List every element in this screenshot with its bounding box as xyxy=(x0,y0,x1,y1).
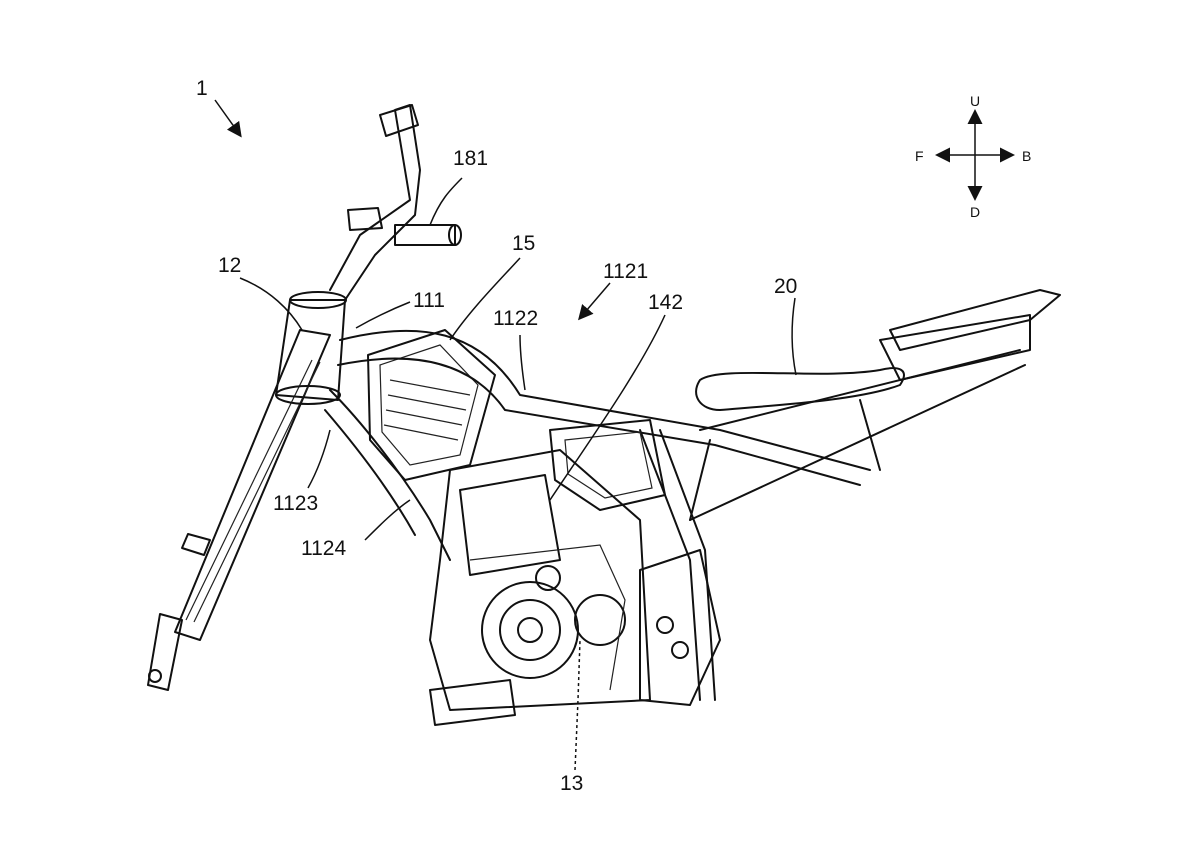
ref-1123: 1123 xyxy=(273,492,318,515)
battery-box xyxy=(367,329,496,481)
leader-1123 xyxy=(307,429,331,489)
direction-back-label: B xyxy=(1022,148,1031,164)
engine xyxy=(429,449,651,726)
main-frame xyxy=(324,329,1026,701)
assembly-arrow xyxy=(214,99,242,138)
ref-20: 20 xyxy=(774,275,797,298)
ref-1121: 1121 xyxy=(603,260,648,283)
direction-indicator: U D F B xyxy=(915,93,1031,220)
ref-111: 111 xyxy=(413,289,445,312)
leader-20 xyxy=(791,297,797,376)
leader-lines xyxy=(214,99,797,771)
leader-15 xyxy=(449,257,521,341)
leader-181 xyxy=(429,177,463,226)
leader-142 xyxy=(549,314,666,501)
ref-142: 142 xyxy=(648,291,683,314)
seat xyxy=(695,289,1061,411)
handlebar xyxy=(329,104,462,301)
frame-arrow-1121 xyxy=(578,282,611,321)
reference-numerals: 1 181 12 111 15 1121 1122 142 20 1123 11… xyxy=(196,77,797,795)
ref-181: 181 xyxy=(453,147,488,170)
direction-down-label: D xyxy=(970,204,980,220)
ref-12: 12 xyxy=(218,254,241,277)
direction-up-label: U xyxy=(970,93,980,109)
leader-13 xyxy=(574,639,581,771)
air-box xyxy=(549,419,666,511)
leader-1124 xyxy=(364,499,411,541)
leader-12 xyxy=(239,277,303,331)
leader-1122 xyxy=(519,334,526,391)
ref-15: 15 xyxy=(512,232,535,255)
direction-front-label: F xyxy=(915,148,924,164)
ref-1122: 1122 xyxy=(493,307,538,330)
ref-1: 1 xyxy=(196,77,208,100)
ref-1124: 1124 xyxy=(301,537,346,560)
ref-13: 13 xyxy=(560,772,583,795)
leader-111 xyxy=(355,301,411,329)
rear-bracket xyxy=(639,549,721,706)
